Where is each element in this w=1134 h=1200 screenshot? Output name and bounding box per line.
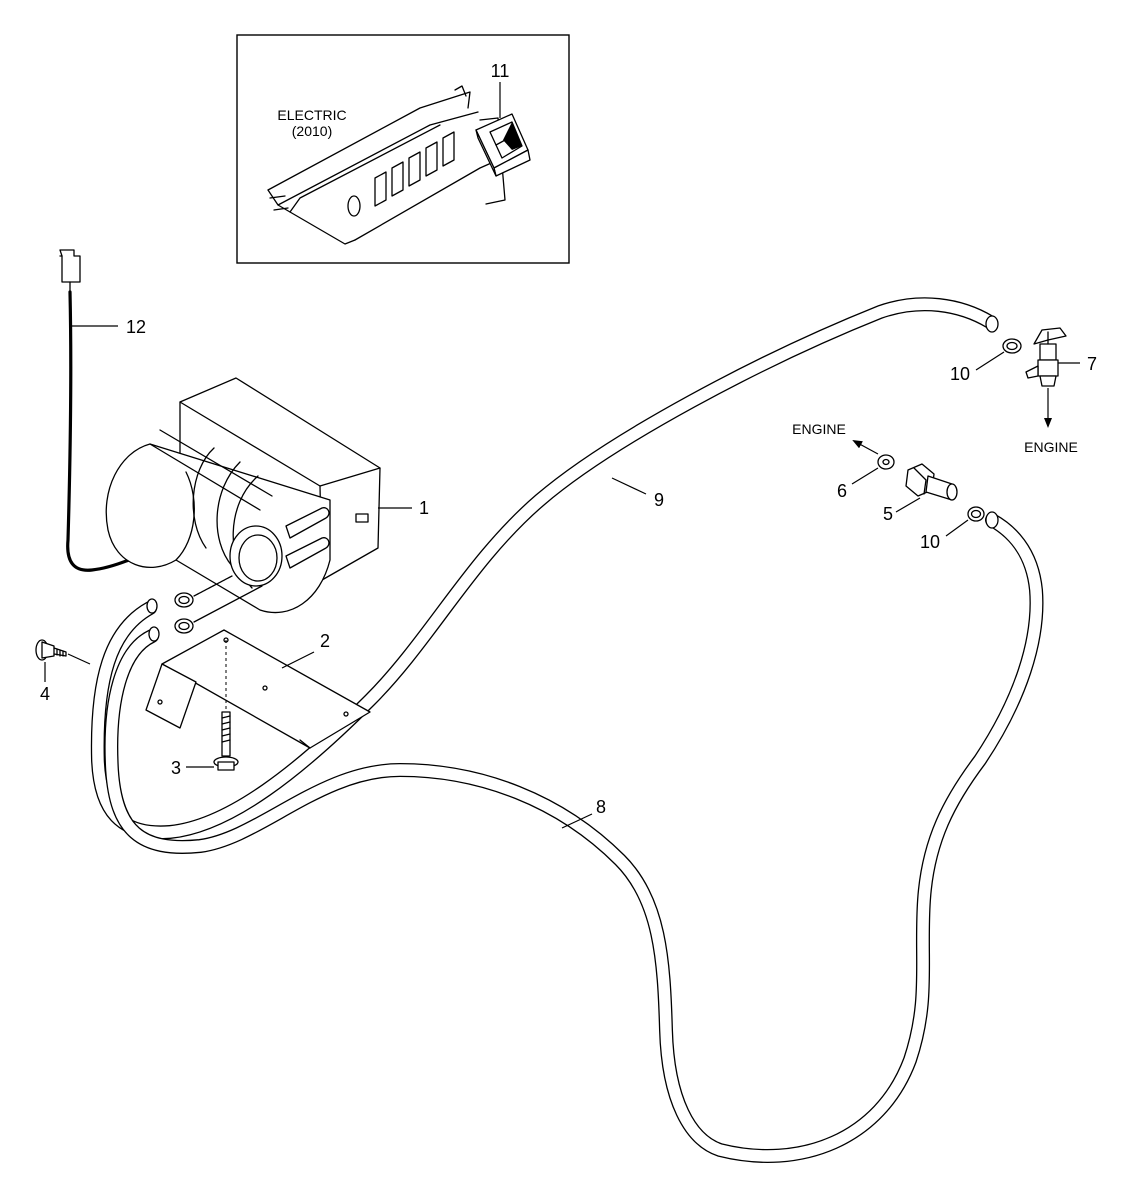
bolt-3: 3 [171, 640, 239, 778]
callout-2: 2 [320, 631, 330, 651]
callout-12: 12 [126, 317, 146, 337]
hose-fitting: 5 [883, 463, 958, 524]
callout-10a-leader [975, 351, 1005, 371]
switch-panel-illustration [267, 85, 506, 245]
electric-switch-inset: ELECTRIC (2010) 11 [236, 34, 570, 264]
rocker-switch [475, 113, 531, 177]
wire-harness: 12 [59, 249, 162, 572]
callout-5: 5 [883, 504, 893, 524]
hose-clamp-10-upper: 10 [950, 338, 1022, 384]
callout-6: 6 [837, 481, 847, 501]
callout-1: 1 [419, 498, 429, 518]
callout-11: 11 [491, 61, 510, 81]
callout-3: 3 [171, 758, 181, 778]
inset-caption-line2: (2010) [292, 123, 332, 139]
callout-9: 9 [654, 490, 664, 510]
valve-engine-label: ENGINE [1024, 439, 1078, 455]
hose-clamps-heater [174, 575, 263, 634]
callout-2-leader [281, 651, 315, 669]
callout-10a: 10 [950, 364, 970, 384]
callout-6-leader [851, 467, 879, 485]
screw-4: 4 [35, 639, 91, 704]
callout-9-leader [611, 477, 647, 495]
mounting-bracket: 2 [145, 629, 371, 749]
fitting-engine-label: ENGINE [792, 421, 846, 437]
callout-8: 8 [596, 797, 606, 817]
callout-8-leader [561, 813, 593, 829]
hose-8: 8 [104, 511, 1044, 1163]
callout-10b-leader [945, 519, 969, 537]
fitting-engine-arrow [852, 440, 879, 455]
hose-clamp-10-lower: 10 [920, 506, 985, 552]
callout-4: 4 [40, 684, 50, 704]
drain-valve: 7 ENGINE [1024, 327, 1097, 455]
callout-5-leader [895, 497, 921, 513]
sealing-washer: 6 ENGINE [792, 421, 895, 501]
callout-7: 7 [1087, 354, 1097, 374]
callout-10b: 10 [920, 532, 940, 552]
inset-caption-line1: ELECTRIC [277, 107, 346, 123]
heater-unit: 1 [105, 377, 429, 614]
hose-9: 9 [90, 297, 999, 840]
